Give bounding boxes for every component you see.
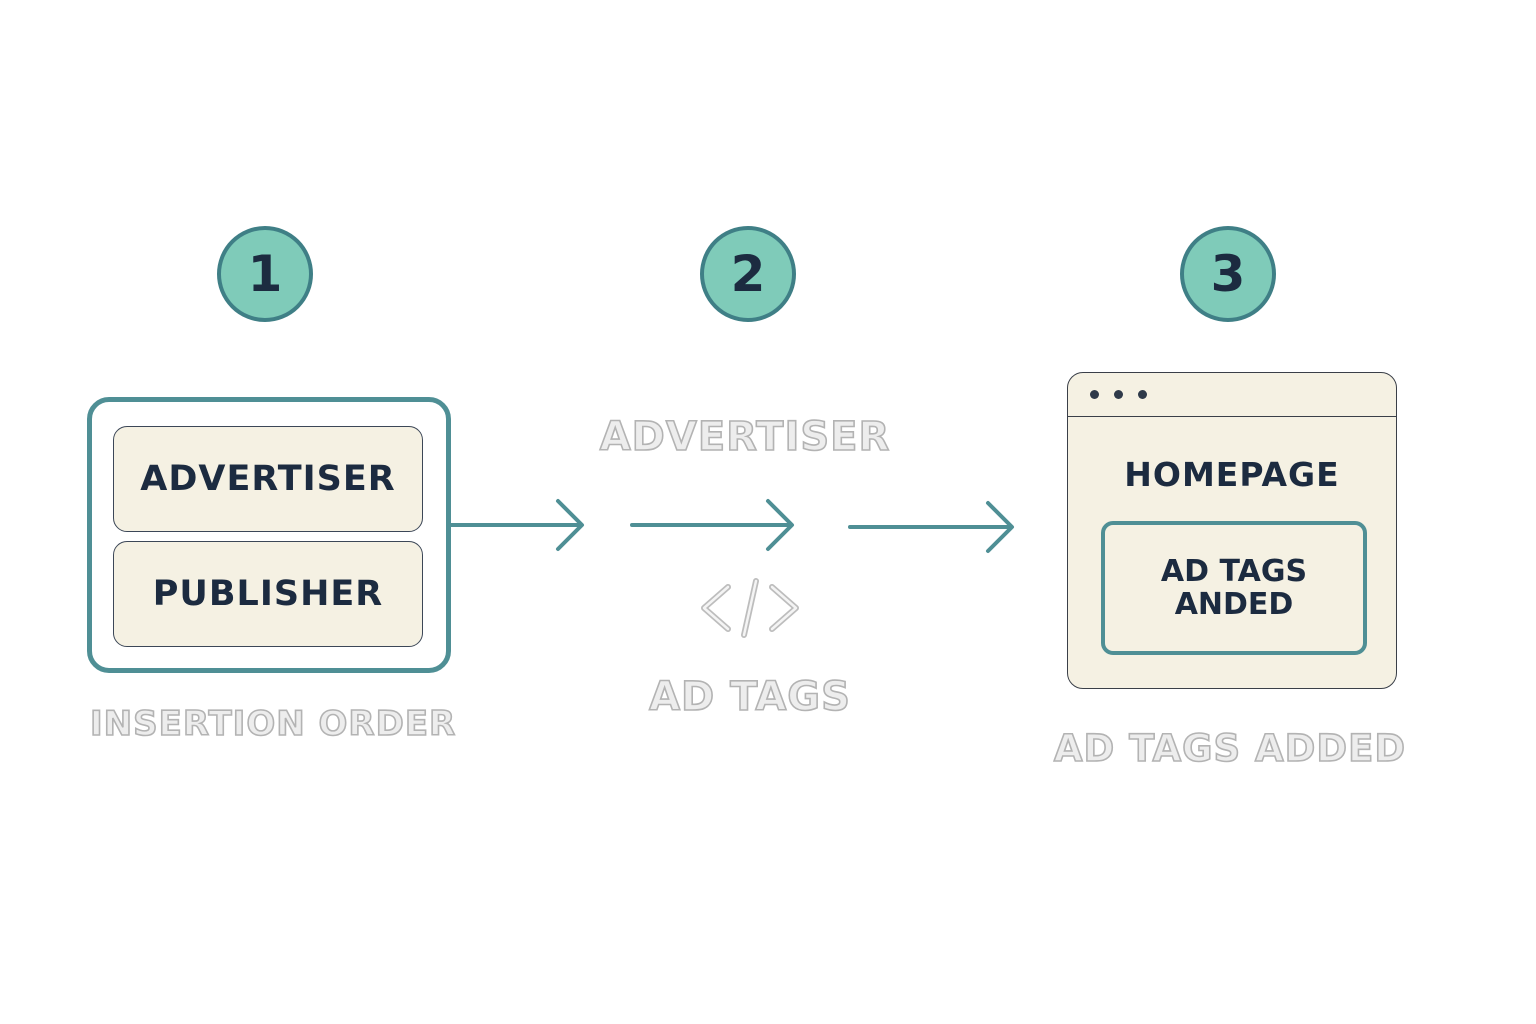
publisher-card: PUBLISHER — [113, 541, 423, 647]
step-1-number: 1 — [247, 245, 283, 303]
advertiser-card-label: ADVERTISER — [140, 459, 396, 499]
code-icon — [701, 578, 799, 638]
advertiser-heading: ADVERTISER — [599, 413, 891, 461]
homepage-title: HOMEPAGE — [1124, 455, 1340, 494]
insertion-order-panel: ADVERTISER PUBLISHER — [87, 397, 451, 673]
homepage-browser-window: HOMEPAGE AD TAGS ANDED — [1067, 372, 1397, 689]
advertiser-card: ADVERTISER — [113, 426, 423, 532]
ad-tags-added-caption: AD TAGS ADDED — [1053, 726, 1407, 771]
ad-tags-caption: AD TAGS — [648, 673, 851, 721]
insertion-order-caption: INSERTION ORDER — [89, 703, 457, 745]
window-dot-icon — [1114, 390, 1123, 399]
window-dot-icon — [1138, 390, 1147, 399]
ad-slot-line-2: ANDED — [1174, 587, 1294, 622]
ad-slot: AD TAGS ANDED — [1101, 521, 1367, 655]
step-2-badge: 2 — [700, 226, 796, 322]
browser-title-bar — [1068, 373, 1396, 417]
publisher-card-label: PUBLISHER — [152, 574, 384, 614]
arrow-icon-2 — [630, 499, 794, 551]
step-3-badge: 3 — [1180, 226, 1276, 322]
arrow-icon-3 — [848, 501, 1014, 553]
step-3-number: 3 — [1210, 245, 1246, 303]
window-dot-icon — [1090, 390, 1099, 399]
ad-slot-line-1: AD TAGS — [1160, 554, 1308, 589]
step-1-badge: 1 — [217, 226, 313, 322]
arrow-icon-1 — [450, 499, 584, 551]
step-2-number: 2 — [730, 245, 766, 303]
